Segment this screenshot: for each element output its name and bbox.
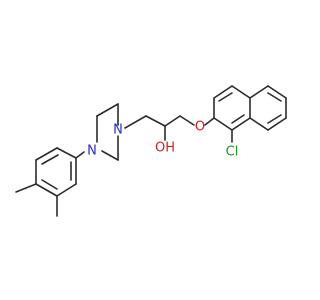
bond	[15, 183, 37, 193]
molecular-structure-diagram: N N OH O Cl	[15, 85, 287, 217]
bond	[213, 117, 233, 131]
bond	[164, 115, 181, 127]
bond	[56, 183, 77, 197]
bond	[231, 85, 251, 99]
bond	[231, 114, 245, 124]
bond	[96, 103, 119, 117]
bond	[231, 117, 251, 131]
bond	[267, 85, 287, 99]
bond	[267, 117, 287, 131]
ether-oxygen-label: O	[195, 120, 205, 135]
bond	[35, 183, 58, 197]
bonds	[15, 85, 287, 217]
atom-labels: N N OH O Cl	[87, 120, 238, 160]
nitrogen-label: N	[87, 144, 97, 159]
hydroxyl-label: OH	[155, 141, 175, 156]
bond	[145, 115, 166, 127]
nitrogen-label: N	[113, 123, 123, 138]
structure-canvas: N N OH O Cl	[15, 85, 287, 217]
bond	[218, 92, 233, 102]
bond	[56, 147, 77, 159]
bond	[213, 85, 233, 99]
bond	[267, 114, 282, 124]
chlorine-label: Cl	[226, 145, 239, 160]
bond	[124, 115, 147, 129]
bond	[41, 154, 59, 165]
bond	[179, 115, 195, 126]
bond	[249, 85, 269, 99]
bond	[41, 179, 58, 190]
bond	[75, 151, 85, 159]
bond	[249, 117, 269, 131]
bond	[35, 147, 58, 161]
bond	[204, 117, 215, 126]
bond	[101, 150, 119, 161]
bond	[267, 92, 282, 102]
